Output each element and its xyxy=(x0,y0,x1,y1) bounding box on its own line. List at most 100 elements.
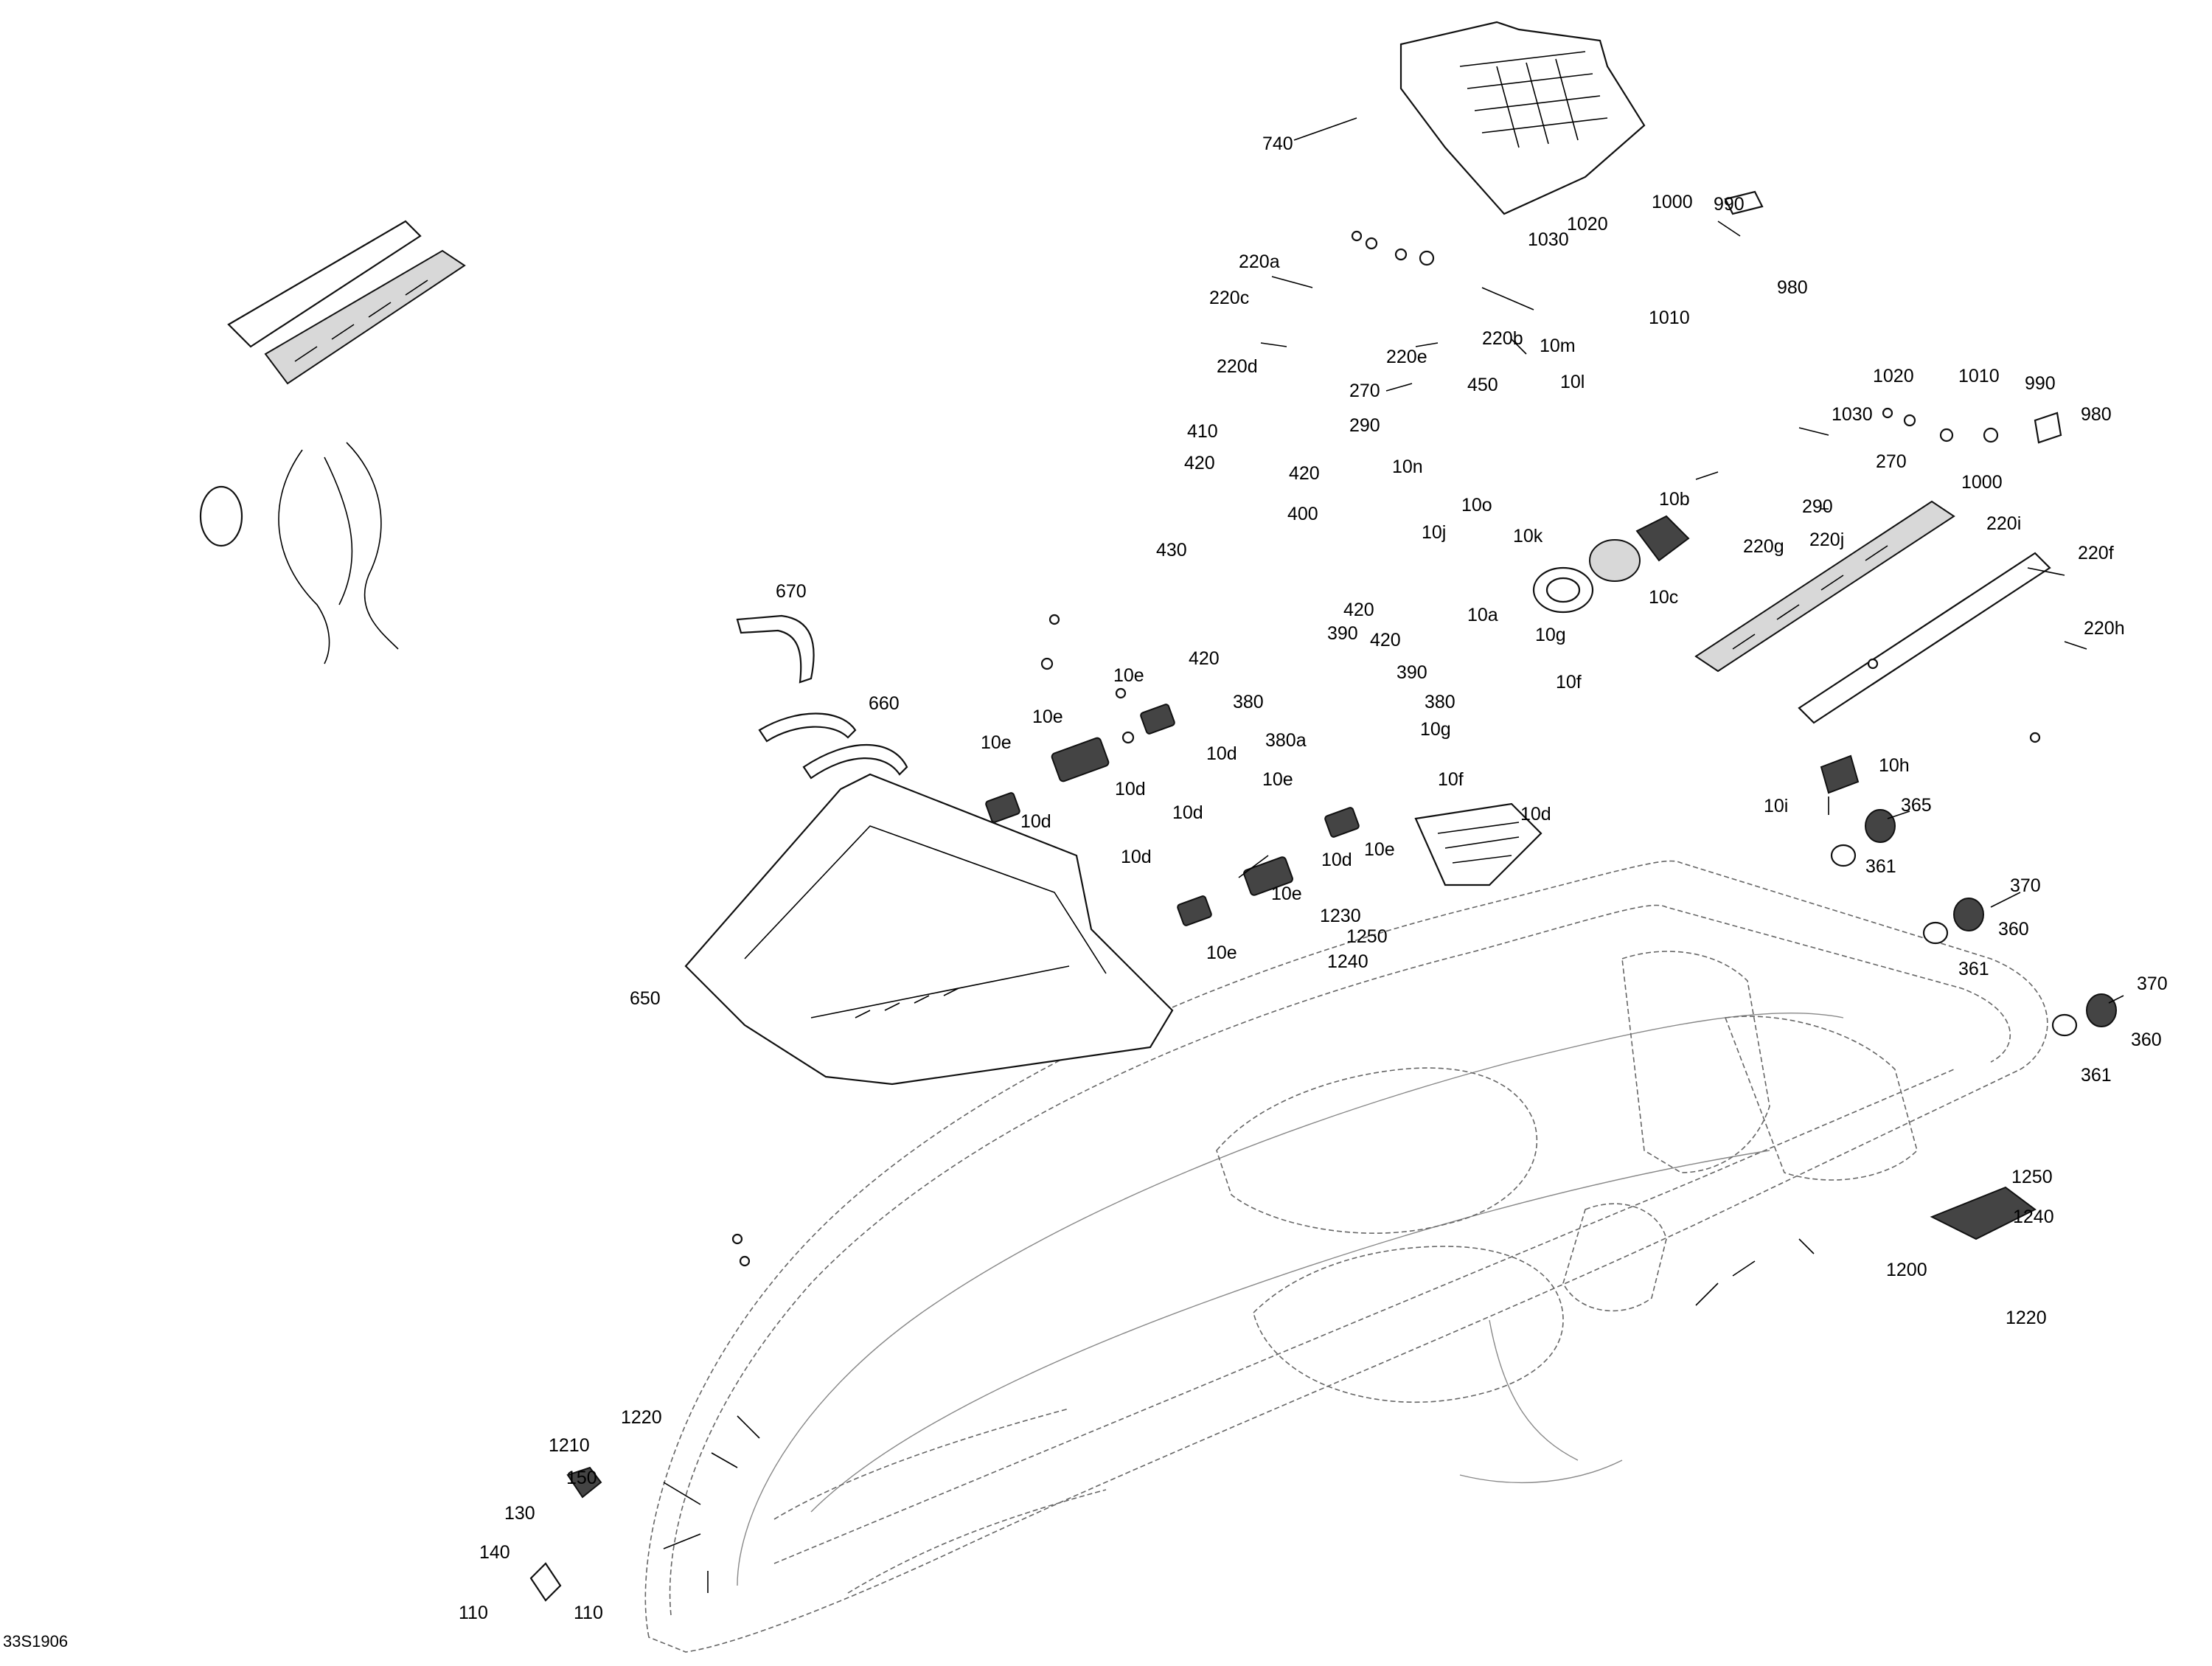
callout: 400 xyxy=(1287,504,1318,524)
callout: 1210 xyxy=(549,1435,590,1456)
part-670 xyxy=(736,614,815,684)
callout: 990 xyxy=(2025,373,2056,394)
callout: 220b xyxy=(1482,328,1523,349)
callout: 10l xyxy=(1560,372,1585,392)
small-hardware xyxy=(731,230,2041,1267)
part-10a xyxy=(1532,566,1594,614)
part-740 xyxy=(1399,21,1646,215)
part-1230 xyxy=(1414,802,1543,886)
callout: 10j xyxy=(1422,522,1446,543)
callout: 220f xyxy=(2078,543,2114,563)
callout: 130 xyxy=(504,1503,535,1524)
hose-400 xyxy=(278,442,399,664)
callout: 10e xyxy=(1032,707,1063,727)
part-220f xyxy=(1798,552,2051,724)
callout: 420 xyxy=(1289,463,1320,484)
callout: 10h xyxy=(1879,755,1910,776)
callout: 10e xyxy=(1364,839,1395,860)
part-220a xyxy=(227,220,422,348)
callout: 10m xyxy=(1540,336,1576,356)
part-10h xyxy=(1820,754,1860,815)
callout: 220j xyxy=(1809,530,1844,550)
callout: 670 xyxy=(776,581,807,602)
callout: 220h xyxy=(2084,618,2125,639)
part-10c xyxy=(1589,539,1641,582)
callout: 220i xyxy=(1986,513,2021,534)
callout: 10d xyxy=(1121,847,1152,867)
callout: 1200 xyxy=(1886,1260,1927,1280)
callout: 980 xyxy=(2081,404,2112,425)
callout: 10i xyxy=(1764,796,1788,816)
callout: 10f xyxy=(1556,672,1582,693)
callout: 370 xyxy=(2010,875,2041,896)
callout: 365 xyxy=(1901,795,1932,816)
callout: 1000 xyxy=(1652,192,1693,212)
part-120 xyxy=(566,1466,602,1499)
callout: 10d xyxy=(1020,811,1051,832)
callout: 220c xyxy=(1209,288,1249,308)
callout: 10k xyxy=(1513,526,1543,546)
callout: 1220 xyxy=(2006,1308,2047,1328)
callout: 410 xyxy=(1187,421,1218,442)
callout: 140 xyxy=(479,1542,510,1563)
callout: 361 xyxy=(2081,1065,2112,1086)
callout: 220d xyxy=(1217,356,1258,377)
callout: 361 xyxy=(1958,959,1989,979)
callout: 10d xyxy=(1321,850,1352,870)
clip-10e xyxy=(985,704,1360,926)
leader-lines xyxy=(663,117,2124,1593)
callout: 990 xyxy=(1714,194,1745,215)
callout: 1020 xyxy=(1567,214,1608,235)
callout: 10c xyxy=(1649,587,1678,608)
callout: 420 xyxy=(1343,600,1374,620)
bracket-980 xyxy=(1724,190,2062,444)
part-660 xyxy=(758,712,908,780)
callout: 361 xyxy=(1865,856,1896,877)
callout: 650 xyxy=(630,988,661,1009)
callout: 10g xyxy=(1535,625,1566,645)
callout: 1030 xyxy=(1528,229,1569,250)
callout: 430 xyxy=(1156,540,1187,560)
callout: 220a xyxy=(1239,251,1280,272)
callout: 360 xyxy=(1998,919,2029,940)
callout: 10e xyxy=(1271,884,1302,904)
part-10b xyxy=(1635,515,1690,562)
callout: 740 xyxy=(1262,133,1293,154)
callout: 1230 xyxy=(1320,906,1361,926)
callout: 370 xyxy=(2137,973,2168,994)
callout: 290 xyxy=(1349,415,1380,436)
callout: 380 xyxy=(1233,692,1264,712)
callout: 1220 xyxy=(621,1407,662,1428)
callout: 450 xyxy=(1467,375,1498,395)
part-100 xyxy=(529,1562,562,1602)
callout: 1010 xyxy=(1958,366,2000,386)
callout: 10d xyxy=(1520,804,1551,825)
callout: 1240 xyxy=(1327,951,1368,972)
callout: 390 xyxy=(1327,623,1358,644)
callout: 10e xyxy=(981,732,1012,753)
callout: 10e xyxy=(1113,665,1144,686)
callout: 380 xyxy=(1425,692,1455,712)
part-1200 xyxy=(1930,1186,2037,1240)
callout: 390 xyxy=(1397,662,1427,683)
callout: 1030 xyxy=(1832,404,1873,425)
callout: 270 xyxy=(1349,381,1380,401)
callout: 420 xyxy=(1184,453,1215,473)
callout: 110 xyxy=(574,1603,603,1623)
hull-outline xyxy=(644,860,2048,1653)
callout: 10a xyxy=(1467,605,1498,625)
part-220g xyxy=(1694,500,1955,673)
callout: 10b xyxy=(1659,489,1690,510)
ring-430 xyxy=(199,485,243,547)
callout: 1250 xyxy=(2011,1167,2053,1187)
callout: 10g xyxy=(1420,719,1451,740)
callout: 1250 xyxy=(1346,926,1388,947)
callout: 10d xyxy=(1115,779,1146,799)
fitting-365 xyxy=(1830,809,1896,867)
callout: 220e xyxy=(1386,347,1427,367)
callout: 1020 xyxy=(1873,366,1914,386)
callout: 10e xyxy=(1262,769,1293,790)
callout: 1010 xyxy=(1649,308,1690,328)
callout-labels: 740 220a 220c 220b 220d 220e 270 290 103… xyxy=(459,133,2168,1623)
fitting-360 xyxy=(1922,898,2117,1037)
